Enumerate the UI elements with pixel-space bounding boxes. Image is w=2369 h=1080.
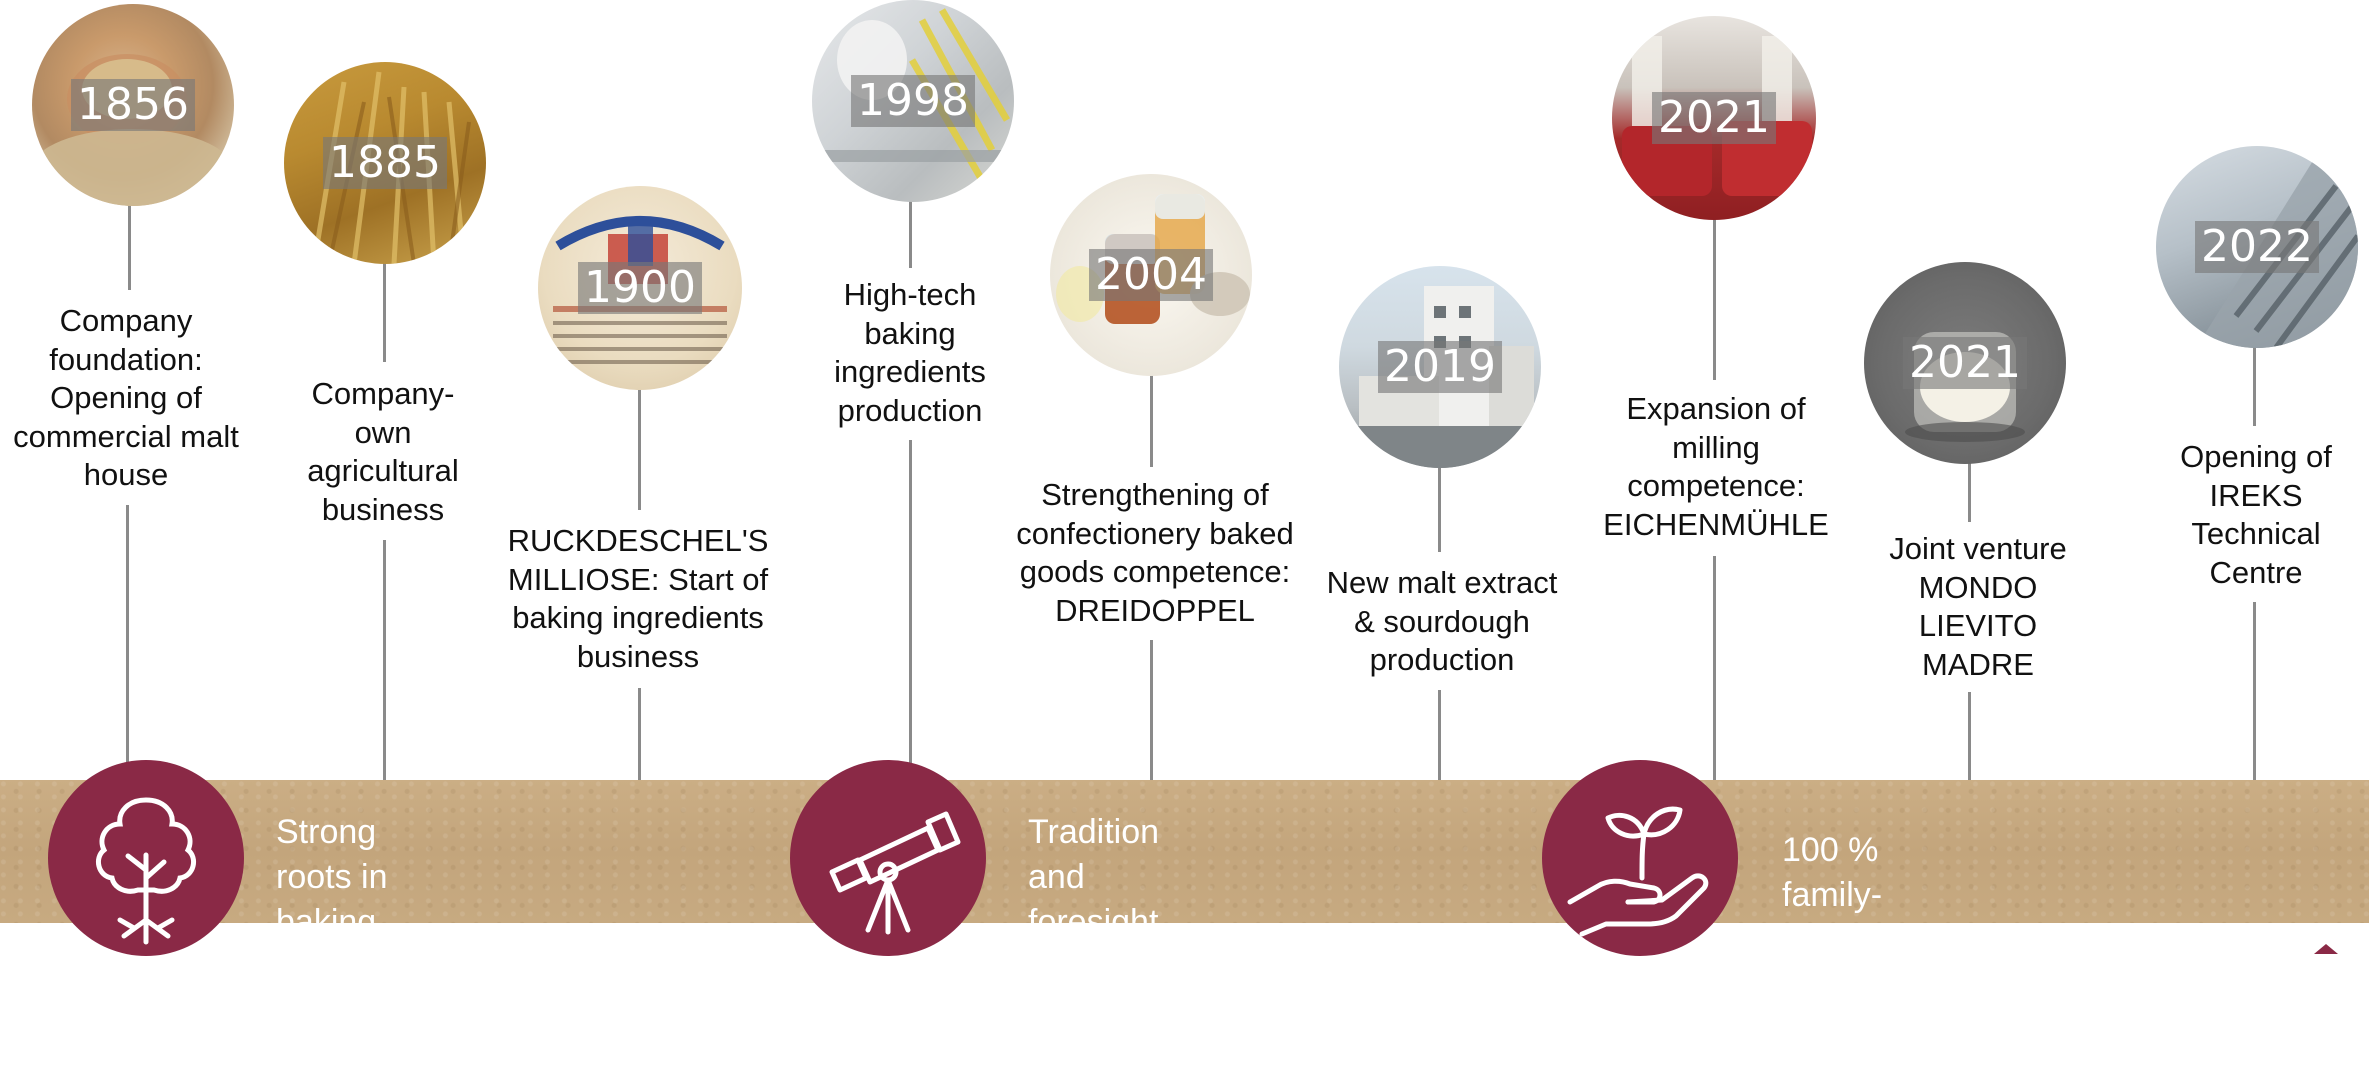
milestone-description: Company- own agricultural business bbox=[307, 376, 459, 527]
milestone-connector bbox=[128, 200, 131, 290]
pillar-icon-circle bbox=[790, 760, 986, 956]
milestone-connector bbox=[1968, 462, 1971, 522]
milestone-year: 2004 bbox=[1089, 249, 1213, 301]
milestone-year: 2021 bbox=[1652, 92, 1776, 144]
pillar-icon-circle bbox=[48, 760, 244, 956]
milestone-photo: 1998 bbox=[812, 0, 1014, 202]
milestone-photo: 2022 bbox=[2156, 146, 2358, 348]
milestone-connector bbox=[1713, 218, 1716, 380]
milestone-year: 2022 bbox=[2195, 221, 2319, 273]
telescope-icon bbox=[829, 811, 961, 935]
milestone-photo: 1900 bbox=[538, 186, 742, 390]
milestone-photo: 2021 bbox=[1612, 16, 1816, 220]
milestone-connector bbox=[1150, 640, 1153, 780]
milestone-description: New malt extract & sourdough production bbox=[1326, 565, 1558, 677]
milestone-connector bbox=[909, 440, 912, 765]
milestone-photo: 1885 bbox=[284, 62, 486, 264]
plant-in-hand-icon bbox=[1567, 806, 1709, 937]
milestone-photo: 2019 bbox=[1339, 266, 1541, 468]
milestone-connector bbox=[1713, 556, 1716, 780]
pillar-label: Tradition and foresight as basis for inn… bbox=[1028, 813, 1184, 1076]
milestone-connector bbox=[1150, 372, 1153, 467]
milestone-photo: 2004 bbox=[1050, 174, 1252, 376]
milestone-connector bbox=[1968, 692, 1971, 780]
milestone-description: RUCKDESCHEL'S MILLIOSE: Start of baking … bbox=[507, 523, 769, 674]
milestone-connector bbox=[909, 200, 912, 268]
brand-mark-icon bbox=[2314, 944, 2338, 954]
milestone-description: Company foundation: Opening of commercia… bbox=[13, 303, 239, 492]
milestone-description: Opening of IREKS Technical Centre bbox=[2180, 439, 2332, 590]
milestone-connector bbox=[2253, 346, 2256, 426]
pillar-icon-circle bbox=[1542, 760, 1738, 956]
milestone-year: 1885 bbox=[323, 137, 447, 189]
milestone-photo: 2021 bbox=[1864, 262, 2066, 464]
milestone-year: 2019 bbox=[1378, 341, 1502, 393]
milestone-connector bbox=[2253, 602, 2256, 780]
milestone-description: High-tech baking ingredients production bbox=[834, 277, 986, 428]
milestone-connector bbox=[383, 540, 386, 780]
pillar-label: 100 % family-owned bbox=[1782, 831, 1883, 959]
milestone-description: Joint venture MONDO LIEVITO MADRE bbox=[1889, 531, 2067, 682]
milestone-year: 1900 bbox=[578, 262, 702, 314]
milestone-photo: 1856 bbox=[32, 4, 234, 206]
pillar-label: Strong roots in baking & brewing bbox=[276, 813, 396, 1031]
milestone-connector bbox=[126, 505, 129, 765]
values-band bbox=[0, 780, 2369, 923]
milestone-connector bbox=[383, 262, 386, 362]
milestone-connector bbox=[638, 688, 641, 780]
milestone-description: Expansion of milling competence: EICHENM… bbox=[1603, 391, 1829, 542]
milestone-connector bbox=[1438, 690, 1441, 780]
milestone-year: 1998 bbox=[851, 75, 975, 127]
milestone-connector bbox=[1438, 466, 1441, 552]
tree-icon bbox=[95, 797, 197, 945]
milestone-connector bbox=[638, 388, 641, 510]
milestone-year: 1856 bbox=[71, 79, 195, 131]
milestone-year: 2021 bbox=[1903, 337, 2027, 389]
milestone-description: Strengthening of confectionery baked goo… bbox=[1016, 477, 1294, 628]
